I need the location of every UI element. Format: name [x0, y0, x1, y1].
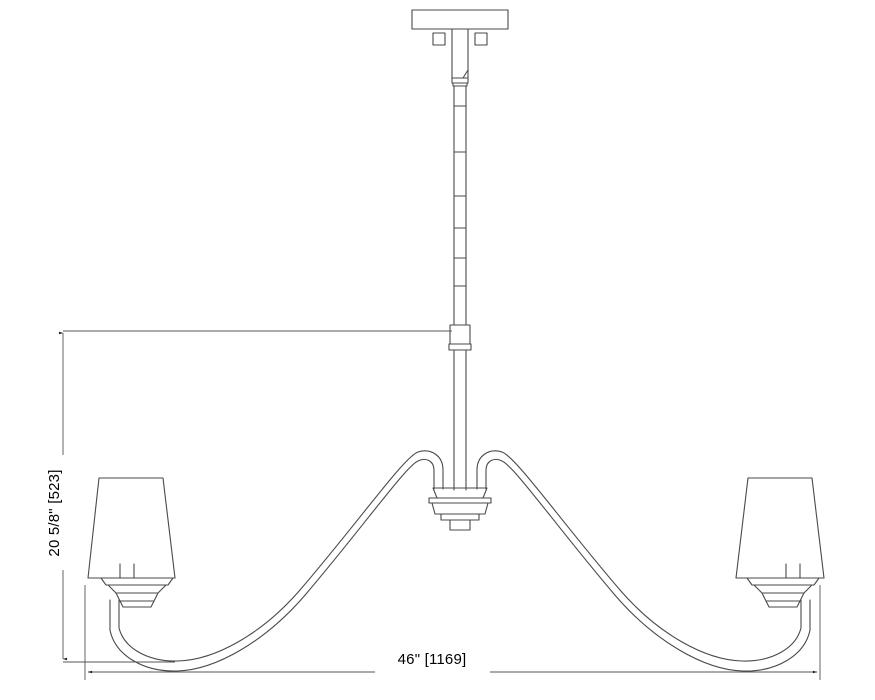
upper-stem	[451, 28, 469, 79]
fixture-geometry	[87, 9, 825, 672]
left-arm-outer-edge	[118, 450, 444, 662]
hub-finial	[449, 519, 471, 531]
ceiling-canopy	[411, 9, 509, 30]
right-arm-inner-edge	[485, 458, 811, 672]
center-hub-body	[431, 502, 489, 515]
center-hub-collar	[440, 513, 480, 521]
stem-joint-upper	[451, 77, 469, 84]
canopy-screw-left	[432, 32, 446, 46]
right-shade	[735, 477, 825, 579]
width-dimension-label: 46" [1169]	[398, 651, 467, 668]
right-socket-ring-1	[753, 584, 813, 594]
height-dimension-label: 20 5/8" [523]	[46, 469, 63, 556]
stem-joint-lower	[452, 82, 468, 87]
left-shade	[87, 477, 176, 579]
dimension-annotations	[58, 330, 821, 680]
left-arm-inner-edge	[109, 458, 435, 672]
left-socket-neck	[119, 563, 135, 579]
right-socket-ring-3	[765, 600, 801, 608]
right-socket-neck	[785, 563, 801, 579]
upper-stem-taper	[462, 69, 469, 79]
lower-collar	[449, 324, 471, 345]
canopy-screw-right	[474, 32, 488, 46]
right-socket-ring-2	[761, 592, 805, 602]
center-hub-flange	[432, 487, 488, 499]
left-socket-ring-1	[107, 584, 167, 594]
center-hub-band	[428, 497, 492, 504]
right-bobeche	[746, 577, 820, 586]
left-bobeche	[100, 577, 174, 586]
right-arm-outer-edge	[476, 450, 802, 662]
left-socket-ring-3	[119, 600, 155, 608]
left-socket-ring-2	[115, 592, 159, 602]
lower-collar-band	[448, 343, 472, 351]
